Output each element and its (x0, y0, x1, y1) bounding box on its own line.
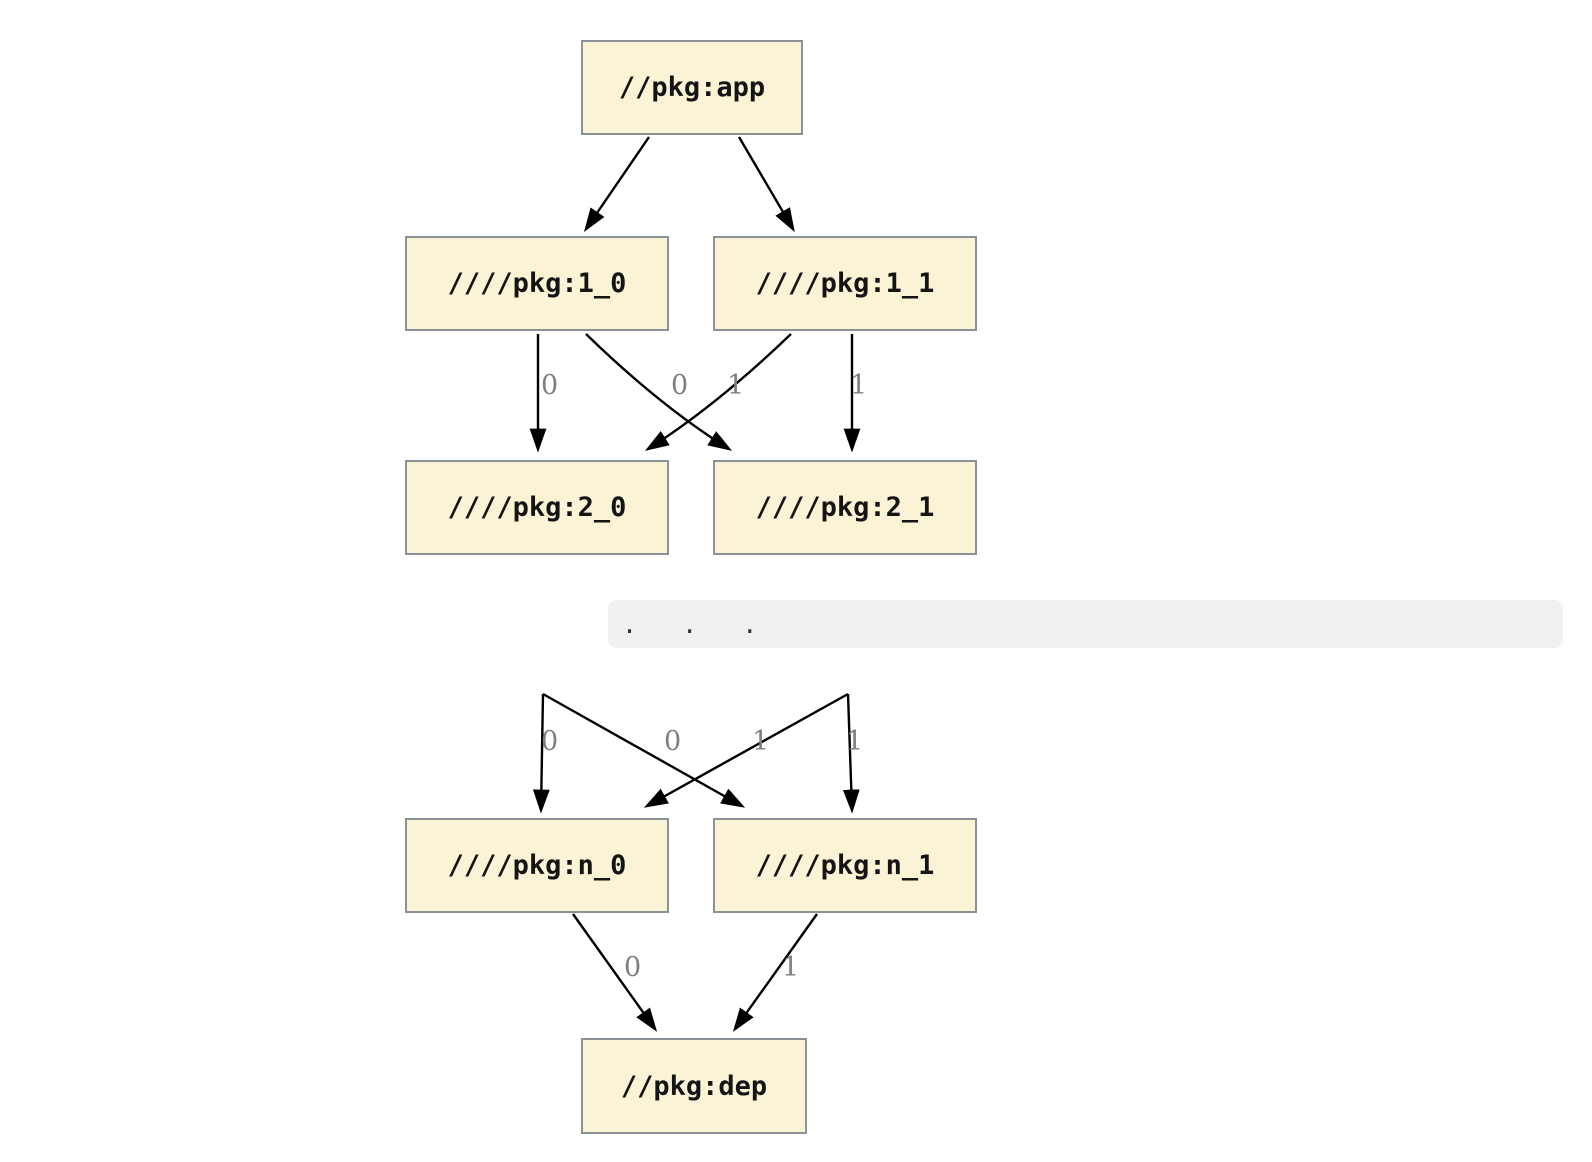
node-pkg-1-0: ////pkg:1_0 (405, 236, 669, 331)
node-pkg-2-1: ////pkg:2_1 (713, 460, 977, 555)
edge-label-n-0-to-dep: 0 (624, 952, 642, 983)
edge-label-ellipsis-to-n-1-right: 1 (846, 726, 864, 757)
node-pkg-app: //pkg:app (581, 40, 803, 135)
edge-label-1-0-to-2-1: 1 (727, 370, 745, 401)
edge-app-to-1-0 (583, 136, 650, 232)
edge-app-to-1-1 (737, 136, 795, 233)
node-pkg-1-1: ////pkg:1_1 (713, 236, 977, 331)
node-pkg-n-0: ////pkg:n_0 (405, 818, 669, 913)
edge-n-0-to-dep (572, 913, 658, 1032)
edge-label-n-1-to-dep: 1 (782, 952, 800, 983)
edge-ellipsis-to-n-1-right (842, 693, 860, 814)
edge-ellipsis-to-n-0-cross (643, 692, 849, 808)
edge-label-ellipsis-to-n-0-cross: 0 (664, 726, 682, 757)
edge-1-1-to-2-0 (644, 333, 792, 451)
edge-label-ellipsis-to-n-1-cross: 1 (752, 726, 770, 757)
edge-label-1-1-to-2-0: 0 (671, 370, 689, 401)
edge-label-1-0-to-2-0: 0 (541, 370, 559, 401)
edge-label-1-1-to-2-1: 1 (850, 370, 868, 401)
edge-ellipsis-to-n-0-left (532, 693, 550, 814)
edge-label-ellipsis-to-n-0-left: 0 (541, 726, 559, 757)
node-pkg-n-1: ////pkg:n_1 (713, 818, 977, 913)
node-pkg-dep: //pkg:dep (581, 1038, 807, 1134)
ellipsis-band: . . . (608, 600, 1563, 648)
edge-1-0-to-2-1 (585, 333, 733, 451)
node-pkg-2-0: ////pkg:2_0 (405, 460, 669, 555)
edge-n-1-to-dep (732, 913, 818, 1032)
edge-ellipsis-to-n-1-cross (542, 692, 746, 808)
